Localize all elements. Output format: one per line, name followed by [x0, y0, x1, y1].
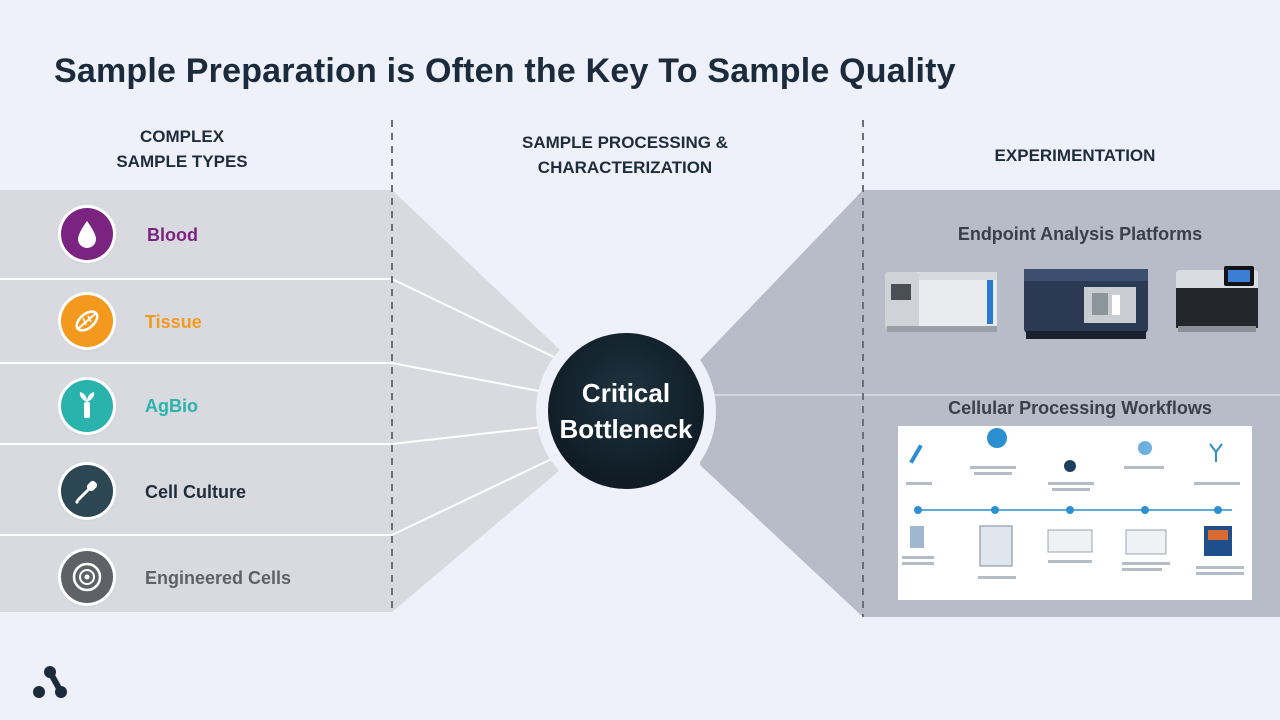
- workflow-diagram: [898, 426, 1252, 600]
- column-header-line: SAMPLE TYPES: [116, 152, 248, 171]
- critical-bottleneck-circle: Critical Bottleneck: [548, 333, 704, 489]
- endpoint-panel-title: Endpoint Analysis Platforms: [957, 224, 1203, 244]
- workflow-diagram-graphic: [902, 428, 1244, 579]
- column-header-line: CHARACTERIZATION: [537, 158, 713, 177]
- sample-type-label-cell-culture: Cell Culture: [145, 482, 247, 502]
- column-header-sample-types: COMPLEX SAMPLE TYPES: [92, 124, 272, 174]
- row-separators: [0, 278, 561, 536]
- column-header-experimentation: EXPERIMENTATION: [994, 146, 1156, 165]
- column-header-processing: SAMPLE PROCESSING & CHARACTERIZATION: [500, 130, 750, 180]
- analyzer-instrument-image: [885, 272, 997, 332]
- pipette-icon: [61, 465, 113, 517]
- bottleneck-line: Critical: [581, 378, 671, 408]
- sample-type-label-blood: Blood: [147, 225, 198, 245]
- sample-type-label-tissue: Tissue: [145, 312, 202, 332]
- column-header-line: SAMPLE PROCESSING &: [522, 133, 728, 152]
- sample-type-label-engineered-cells: Engineered Cells: [145, 568, 292, 588]
- page-title: Sample Preparation is Often the Key To S…: [54, 52, 956, 90]
- engineered-cell-icon: [61, 551, 113, 603]
- workflow-panel-title: Cellular Processing Workflows: [948, 398, 1212, 418]
- benchtop-instrument-image: [1176, 266, 1258, 332]
- left-funnel-band: [0, 190, 560, 612]
- tissue-icon: [61, 295, 113, 347]
- bottleneck-line: Bottleneck: [559, 414, 693, 444]
- sample-type-label-agbio: AgBio: [145, 396, 198, 416]
- plant-sprout-icon: [61, 380, 113, 432]
- company-logo: [33, 666, 67, 698]
- blood-drop-icon: [61, 208, 113, 260]
- sequencer-instrument-image: [1024, 269, 1148, 339]
- column-header-line: COMPLEX: [139, 127, 225, 146]
